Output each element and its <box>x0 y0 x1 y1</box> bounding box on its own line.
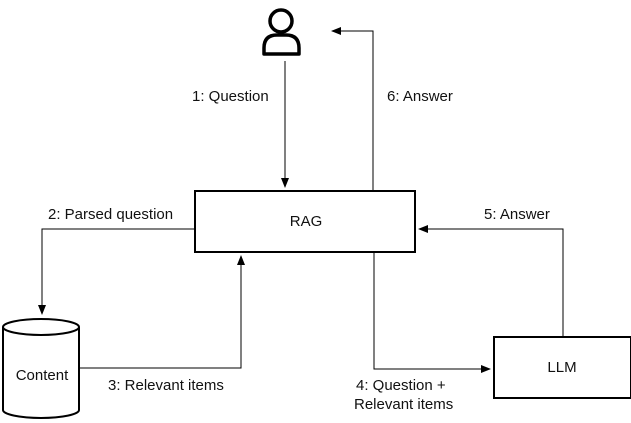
edge-question-label: 1: Question <box>192 88 269 105</box>
edge-question-plus-items-arrow <box>373 252 491 373</box>
user-icon <box>262 8 301 56</box>
rag-node: RAG <box>194 190 416 253</box>
edge-relevant-items-label: 3: Relevant items <box>108 377 224 394</box>
content-node: Content <box>1 318 80 419</box>
edge-final-answer-arrow <box>331 27 374 191</box>
edge-llm-answer-arrow <box>418 225 564 337</box>
edge-parsed-question-label: 2: Parsed question <box>48 206 173 223</box>
edge-parsed-question-arrow <box>38 228 195 315</box>
database-cylinder-icon <box>1 327 80 419</box>
content-label: Content <box>16 367 69 384</box>
database-cylinder-top <box>2 318 80 336</box>
rag-box <box>194 190 416 253</box>
llm-label: LLM <box>547 359 576 376</box>
llm-box <box>493 336 631 399</box>
llm-node: LLM <box>493 336 631 399</box>
edge-relevant-items-arrow <box>79 255 245 369</box>
edge-final-answer-label: 6: Answer <box>387 88 453 105</box>
edge-llm-answer-label: 5: Answer <box>484 206 550 223</box>
edge-question-plus-items-label-line1: 4: Question + <box>356 377 446 394</box>
edge-question-plus-items-label-line2: Relevant items <box>354 396 453 413</box>
rag-label: RAG <box>290 213 323 230</box>
